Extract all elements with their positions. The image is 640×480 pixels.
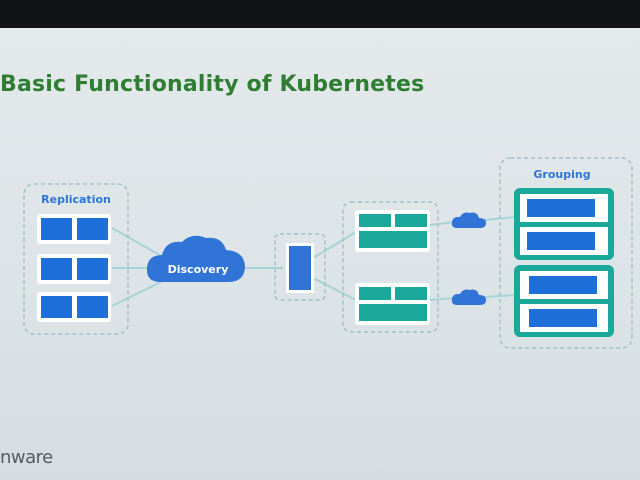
screen-top-bezel [0,0,640,28]
group-box [514,265,614,337]
container-square [77,218,108,240]
container-square [77,296,108,318]
pod-column [342,201,439,333]
cloud-icon [451,212,486,228]
replication-group: Replication [23,183,129,335]
container-square [41,218,72,240]
grouping-group: Grouping [499,157,633,349]
container-square [41,296,72,318]
cloud-icon [451,289,486,305]
connector-line [484,294,517,298]
service-node [274,233,326,301]
pod-node [355,283,430,325]
service-bar [289,246,311,290]
vmware-logo: nware [0,447,53,468]
container-square [41,258,72,280]
replication-dashed-box [23,183,129,335]
slide-title: Basic Functionality of Kubernetes [0,72,425,97]
discovery-cloud-icon: Discovery [146,235,245,282]
connector-line [429,221,456,226]
container-square [77,258,108,280]
connector-line [111,279,166,307]
pod-node [355,210,430,252]
group-box [514,188,614,260]
grouping-label: Grouping [533,168,590,181]
connector-line [111,227,166,259]
replication-label: Replication [41,193,111,206]
connector-line [429,297,456,301]
connector-line [312,277,357,301]
pods-dashed-box [342,201,439,333]
grouping-dashed-box [499,157,633,349]
connector-line [312,231,357,259]
discovery-label: Discovery [168,263,229,276]
